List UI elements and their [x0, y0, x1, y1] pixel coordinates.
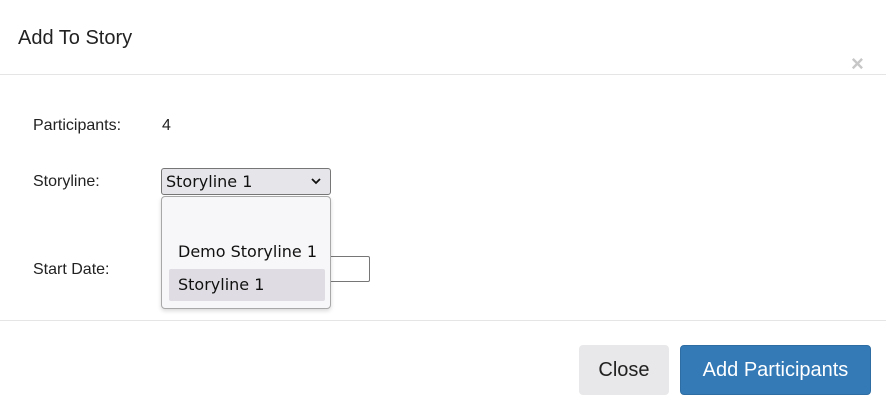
storyline-selected-value: Storyline 1 — [166, 172, 253, 191]
storyline-option-storyline-1[interactable]: Storyline 1 — [169, 269, 325, 301]
dialog-title: Add To Story — [18, 27, 133, 49]
close-icon[interactable]: × — [851, 51, 864, 76]
storyline-option-demo[interactable]: Demo Storyline 1 — [178, 242, 318, 261]
dialog-footer: Close Add Participants — [0, 320, 886, 412]
storyline-select[interactable]: Storyline 1 — [161, 168, 331, 195]
start-date-label: Start Date: — [33, 261, 110, 278]
participants-count: 4 — [162, 117, 171, 134]
dialog-header: Add To Story × — [0, 0, 886, 75]
storyline-option-blank[interactable] — [169, 202, 325, 234]
storyline-label: Storyline: — [33, 173, 100, 190]
close-button[interactable]: Close — [579, 345, 669, 395]
storyline-dropdown-list: Demo Storyline 1 Storyline 1 — [161, 196, 331, 309]
add-participants-button[interactable]: Add Participants — [680, 345, 871, 395]
participants-label: Participants: — [33, 117, 122, 134]
chevron-down-icon — [311, 178, 321, 185]
